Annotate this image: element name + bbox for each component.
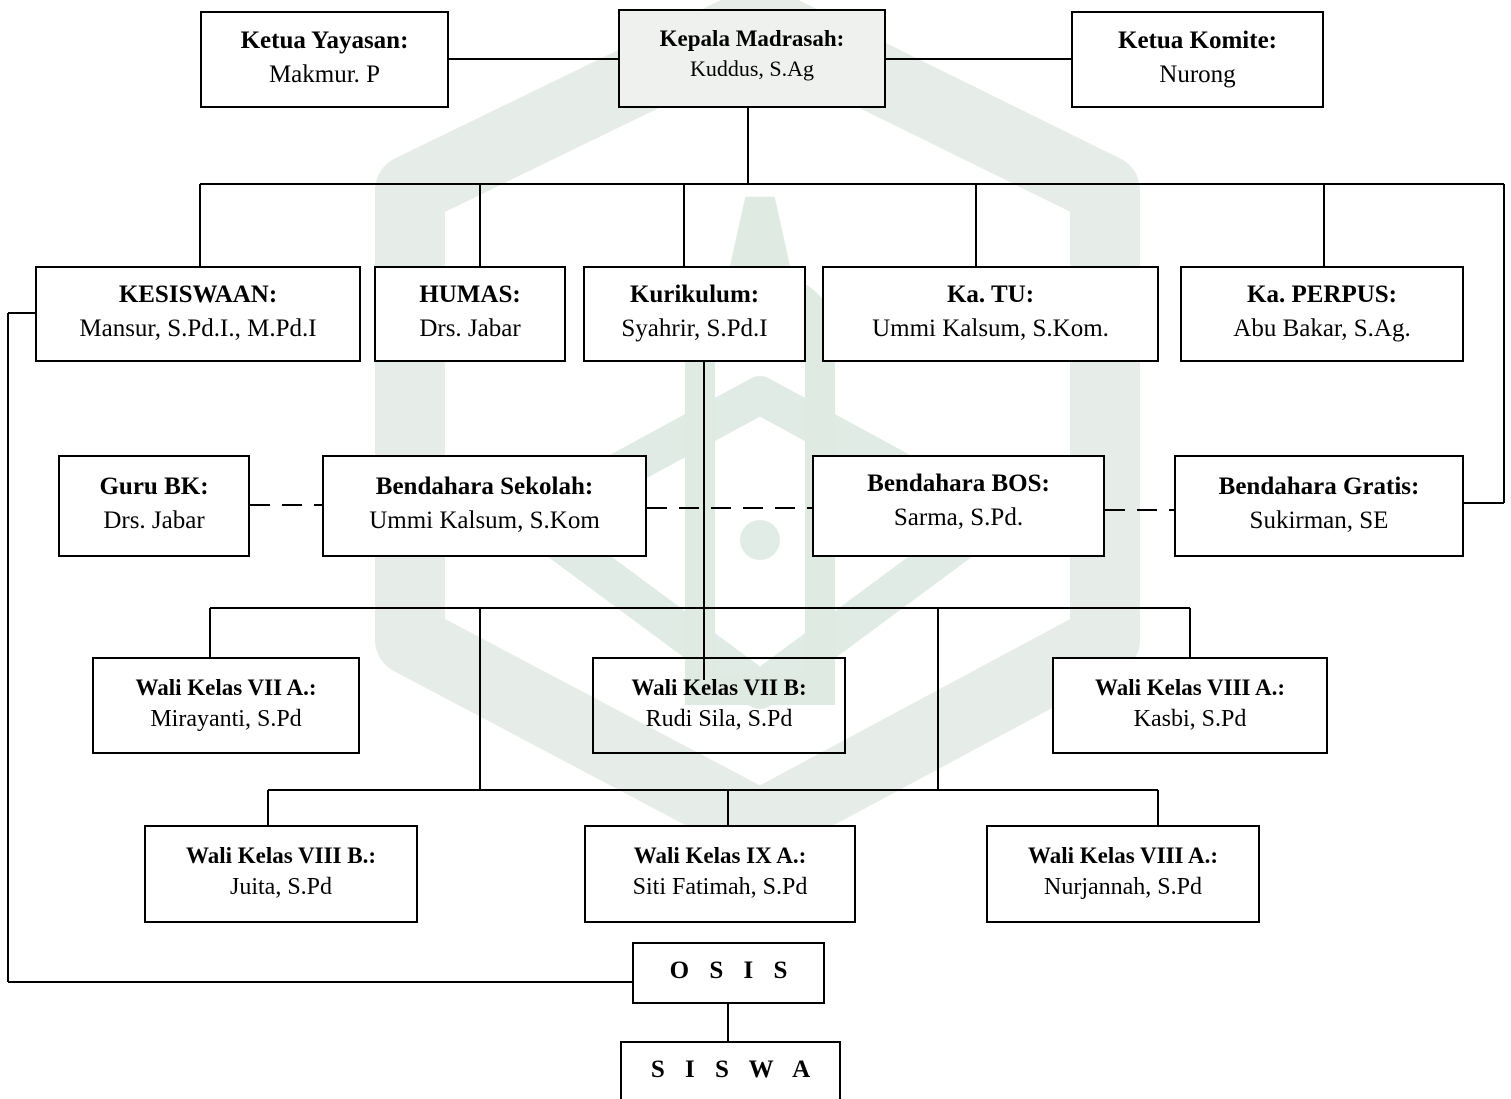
osis-label: O S I S xyxy=(669,957,795,985)
bendahara-bos-role: Bendahara BOS: xyxy=(867,470,1050,497)
humas-name: Drs. Jabar xyxy=(419,315,521,342)
humas-box: HUMAS: Drs. Jabar xyxy=(374,266,566,362)
bendahara-bos-name: Sarma, S.Pd. xyxy=(893,503,1024,531)
wali-kelas-9a-role: Wali Kelas IX A.: xyxy=(633,843,807,869)
siswa-label: S I S W A xyxy=(650,1056,818,1084)
ketua-yayasan-name: Makmur. P xyxy=(268,60,381,88)
bendahara-sekolah-name: Ummi Kalsum, S.Kom xyxy=(369,507,600,534)
wali-kelas-8a-2-box: Wali Kelas VIII A.: Nurjannah, S.Pd xyxy=(986,825,1260,923)
ka-tu-box: Ka. TU: Ummi Kalsum, S.Kom. xyxy=(822,266,1159,362)
kesiswaan-role: KESISWAAN: xyxy=(118,281,278,309)
ka-tu-name: Ummi Kalsum, S.Kom. xyxy=(872,315,1109,342)
wali-kelas-8a-role: Wali Kelas VIII A.: xyxy=(1095,674,1285,700)
wali-kelas-8a-box: Wali Kelas VIII A.: Kasbi, S.Pd xyxy=(1052,657,1328,754)
kesiswaan-box: KESISWAAN: Mansur, S.Pd.I., M.Pd.I xyxy=(35,266,361,362)
ka-perpus-name: Abu Bakar, S.Ag. xyxy=(1233,315,1411,342)
bendahara-gratis-box: Bendahara Gratis: Sukirman, SE xyxy=(1174,455,1464,557)
kepala-madrasah-box: Kepala Madrasah: Kuddus, S.Ag xyxy=(618,9,886,108)
wali-kelas-7b-name: Rudi Sila, S.Pd xyxy=(645,705,793,732)
guru-bk-role: Guru BK: xyxy=(99,473,209,501)
wali-kelas-8b-name: Juita, S.Pd xyxy=(229,874,333,901)
wali-kelas-8b-box: Wali Kelas VIII B.: Juita, S.Pd xyxy=(144,825,418,923)
ketua-komite-role: Ketua Komite: xyxy=(1118,26,1277,54)
wali-kelas-8a-2-role: Wali Kelas VIII A.: xyxy=(1028,843,1218,869)
kepala-madrasah-role: Kepala Madrasah: xyxy=(659,26,845,51)
wali-kelas-8b-role: Wali Kelas VIII B.: xyxy=(186,843,376,869)
wali-kelas-7a-name: Mirayanti, S.Pd xyxy=(150,705,302,732)
wali-kelas-7b-role: Wali Kelas VII B: xyxy=(631,674,807,700)
wali-kelas-9a-name: Siti Fatimah, S.Pd xyxy=(632,874,808,901)
wali-kelas-8a-2-name: Nurjannah, S.Pd xyxy=(1044,874,1202,901)
bendahara-gratis-role: Bendahara Gratis: xyxy=(1218,473,1420,501)
bendahara-sekolah-box: Bendahara Sekolah: Ummi Kalsum, S.Kom xyxy=(322,455,647,557)
ketua-yayasan-role: Ketua Yayasan: xyxy=(240,26,409,54)
ketua-yayasan-box: Ketua Yayasan: Makmur. P xyxy=(200,11,449,108)
osis-box: O S I S xyxy=(632,942,825,1004)
kurikulum-box: Kurikulum: Syahrir, S.Pd.I xyxy=(583,266,806,362)
bendahara-sekolah-role: Bendahara Sekolah: xyxy=(375,473,594,501)
kurikulum-name: Syahrir, S.Pd.I xyxy=(621,315,768,342)
ketua-komite-box: Ketua Komite: Nurong xyxy=(1071,11,1324,108)
guru-bk-name: Drs. Jabar xyxy=(103,507,205,534)
siswa-box: S I S W A xyxy=(620,1041,841,1099)
wali-kelas-8a-name: Kasbi, S.Pd xyxy=(1133,705,1247,732)
ketua-komite-name: Nurong xyxy=(1159,60,1236,88)
humas-role: HUMAS: xyxy=(419,281,521,309)
bendahara-gratis-name: Sukirman, SE xyxy=(1249,507,1389,534)
kepala-madrasah-name: Kuddus, S.Ag xyxy=(689,56,815,82)
ka-perpus-box: Ka. PERPUS: Abu Bakar, S.Ag. xyxy=(1180,266,1464,362)
kesiswaan-name: Mansur, S.Pd.I., M.Pd.I xyxy=(79,315,317,342)
wali-kelas-7a-box: Wali Kelas VII A.: Mirayanti, S.Pd xyxy=(92,657,360,754)
ka-perpus-role: Ka. PERPUS: xyxy=(1247,281,1397,309)
bendahara-bos-box: Bendahara BOS: Sarma, S.Pd. xyxy=(812,455,1105,557)
ka-tu-role: Ka. TU: xyxy=(946,281,1035,309)
guru-bk-box: Guru BK: Drs. Jabar xyxy=(58,455,250,557)
wali-kelas-9a-box: Wali Kelas IX A.: Siti Fatimah, S.Pd xyxy=(584,825,856,923)
wali-kelas-7a-role: Wali Kelas VII A.: xyxy=(135,674,317,700)
wali-kelas-7b-box: Wali Kelas VII B: Rudi Sila, S.Pd xyxy=(592,657,846,754)
kurikulum-role: Kurikulum: xyxy=(629,281,760,309)
